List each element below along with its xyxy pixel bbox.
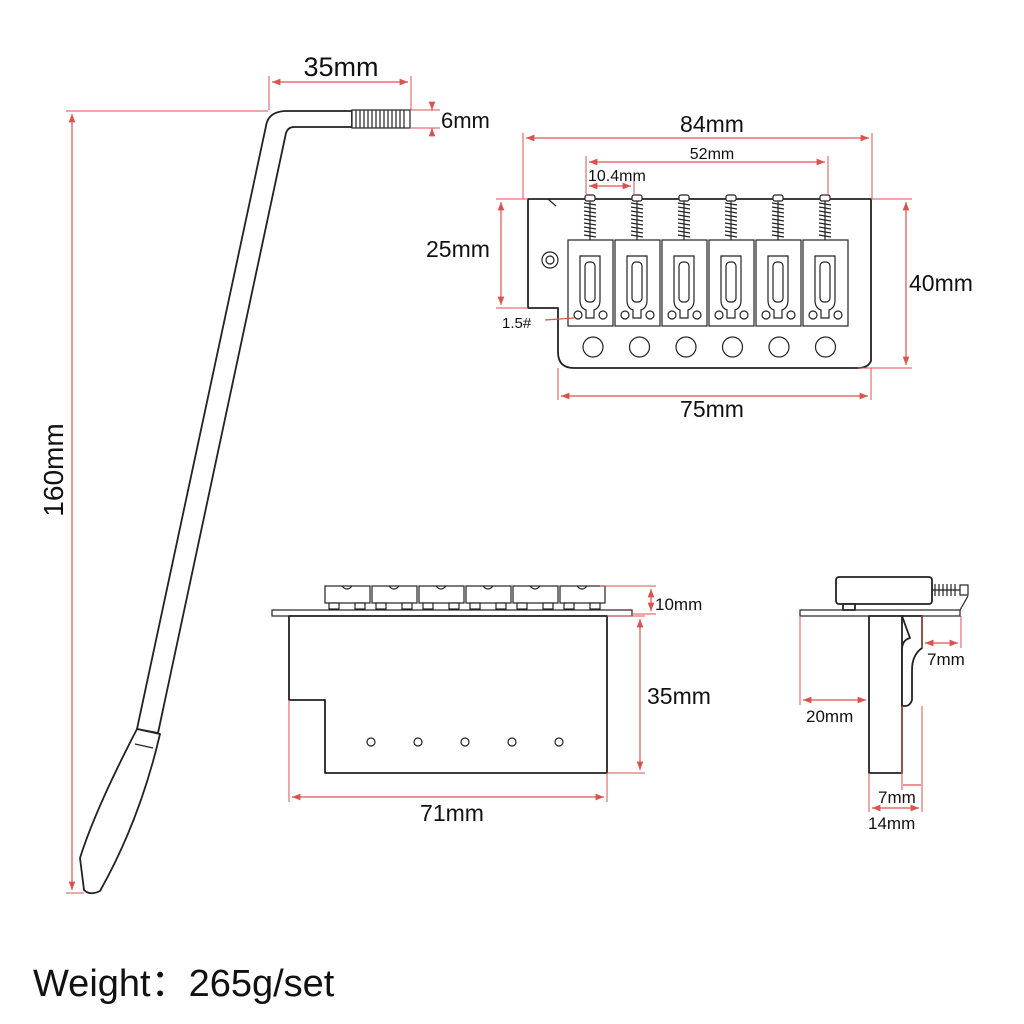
bridge-front-view: 10mm 35mm 71mm bbox=[271, 585, 711, 826]
bridge-side-view: 7mm 20mm 7mm 14mm bbox=[799, 576, 969, 833]
height-screw bbox=[620, 310, 630, 320]
bridge-top-view: 84mm 52mm 10.4mm 25mm 40mm 75mm 1.5# bbox=[426, 111, 973, 422]
mount-screw-hole bbox=[814, 336, 837, 358]
arm-tip bbox=[79, 728, 161, 895]
intonation-screw bbox=[630, 194, 644, 240]
height-screw bbox=[573, 310, 583, 320]
block-width-label: 71mm bbox=[420, 800, 484, 826]
mount-screw-hole bbox=[768, 336, 790, 358]
height-screw bbox=[786, 310, 796, 320]
side-sustain-block bbox=[868, 615, 903, 774]
height-screw bbox=[761, 310, 771, 320]
saddle bbox=[661, 239, 708, 327]
saddle-rise-label: 10mm bbox=[655, 595, 702, 614]
front-saddle bbox=[418, 585, 465, 610]
height-screw bbox=[833, 310, 843, 320]
sustain-block bbox=[288, 615, 608, 774]
block-holes bbox=[366, 737, 564, 747]
front-saddle bbox=[512, 585, 559, 610]
front-saddles bbox=[324, 585, 606, 610]
saddle bbox=[614, 239, 661, 327]
mount-screw-hole bbox=[628, 336, 651, 358]
front-saddle bbox=[465, 585, 512, 610]
block-thickness-a-label: 7mm bbox=[878, 788, 916, 807]
saddle bbox=[708, 239, 755, 327]
block-hole bbox=[554, 737, 564, 747]
intonation-screw bbox=[771, 194, 785, 240]
saddle-spacing-label: 10.4mm bbox=[588, 168, 646, 185]
spring-claw bbox=[901, 615, 923, 707]
intonation-screws bbox=[583, 194, 832, 240]
bridge-width-label: 84mm bbox=[680, 111, 744, 137]
height-screw bbox=[667, 310, 677, 320]
side-depth-label: 20mm bbox=[806, 707, 853, 726]
front-saddle bbox=[371, 585, 418, 610]
side-offset-label: 7mm bbox=[927, 650, 965, 669]
block-hole bbox=[366, 737, 376, 747]
intonation-screw bbox=[583, 194, 597, 240]
intonation-screw bbox=[677, 194, 691, 240]
arm-thread bbox=[351, 109, 411, 129]
front-saddle bbox=[559, 585, 606, 610]
side-saddle bbox=[835, 576, 933, 605]
screw-span-label: 75mm bbox=[680, 396, 744, 422]
block-hole bbox=[507, 737, 517, 747]
height-screw bbox=[808, 310, 818, 320]
saddle-height-label: 25mm bbox=[426, 236, 490, 262]
height-screw bbox=[739, 310, 749, 320]
tremolo-arm: 160mm 35mm 6mm bbox=[38, 52, 490, 895]
saddle bbox=[802, 239, 849, 327]
height-screw bbox=[692, 310, 702, 320]
height-screw bbox=[598, 310, 608, 320]
block-hole bbox=[460, 737, 470, 747]
plate-depth-label: 40mm bbox=[909, 270, 973, 296]
allen-key-label: 1.5# bbox=[502, 315, 532, 332]
block-height-label: 35mm bbox=[647, 683, 711, 709]
mount-screw-hole bbox=[721, 336, 744, 358]
saddle bbox=[755, 239, 802, 327]
string-holes bbox=[582, 336, 837, 358]
side-intonation-spring bbox=[932, 584, 969, 596]
height-screw bbox=[714, 310, 724, 320]
height-screw bbox=[645, 310, 655, 320]
saddle bbox=[567, 239, 614, 327]
string-spread-label: 52mm bbox=[690, 146, 734, 163]
mount-screw-hole bbox=[582, 336, 604, 358]
block-thickness-b-label: 14mm bbox=[868, 814, 915, 833]
arm-thread-label: 6mm bbox=[441, 108, 490, 133]
weight-caption: Weight：265g/set bbox=[33, 963, 335, 1005]
arm-length-label: 160mm bbox=[38, 423, 69, 516]
intonation-screw bbox=[818, 194, 832, 240]
front-saddle bbox=[324, 585, 371, 610]
arm-width-label: 35mm bbox=[303, 52, 378, 82]
saddles bbox=[567, 239, 849, 327]
block-hole bbox=[413, 737, 423, 747]
intonation-screw bbox=[724, 194, 738, 240]
mount-screw-hole bbox=[675, 336, 697, 358]
